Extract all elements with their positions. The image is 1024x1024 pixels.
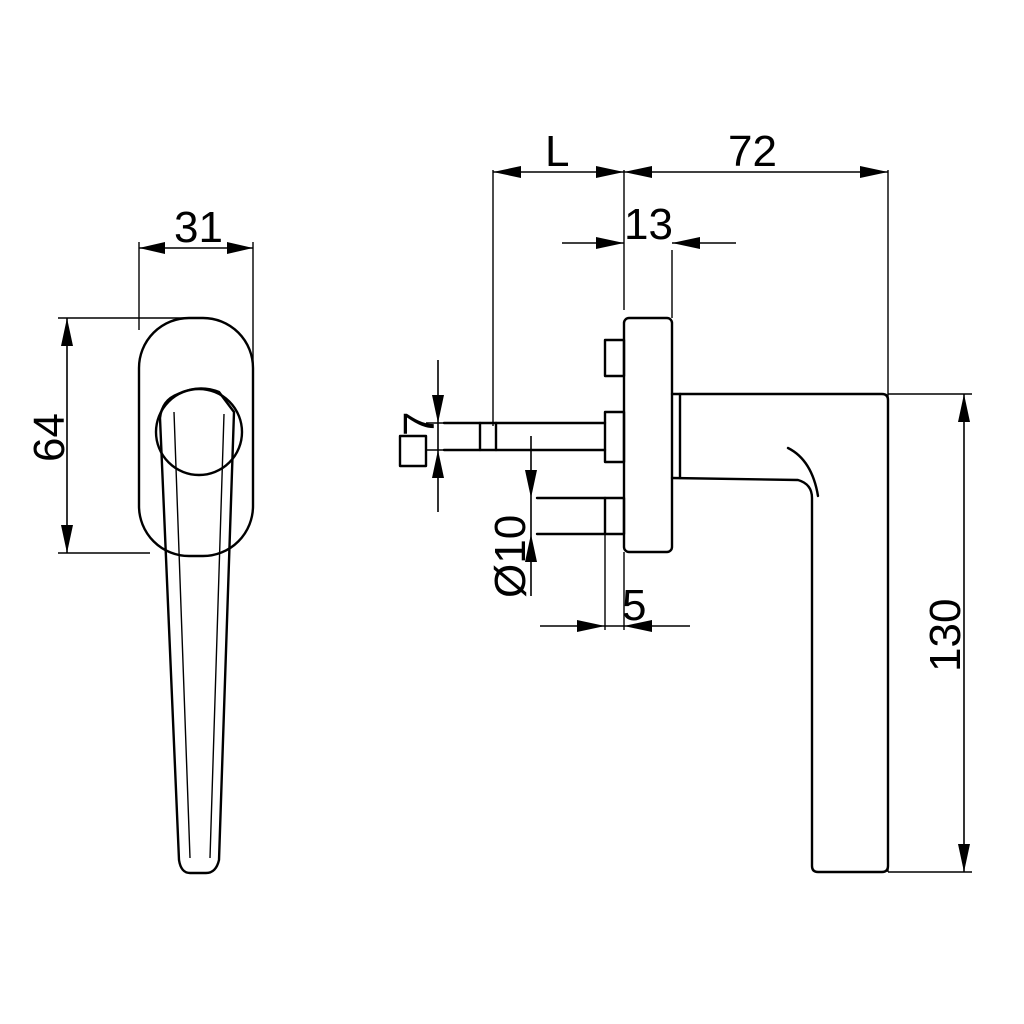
dim-72-label: 72 [728,127,777,176]
handle-lever-inner [173,411,225,859]
front-view: 31 64 [25,203,255,875]
dim-7-arrow-top [432,395,444,423]
dim-72-arrow-left [624,166,652,178]
handle-arm [670,392,890,874]
dim-10-label: Ø10 [486,515,535,598]
dim-72-arrow-right [860,166,888,178]
dim-L-label: L [545,127,569,176]
dim-10-arrow-bottom [525,534,537,562]
dim-130-label: 130 [921,599,970,672]
dim-31-arrow-left [139,242,165,254]
grip-curl [786,446,820,498]
dim-L-arrow-right [596,166,624,178]
dim-L-arrow-left [493,166,521,178]
stud-middle [603,410,626,464]
dim-31-arrow-right [227,242,253,254]
dim-10-arrow-top [525,470,537,498]
dim-7-arrow-bottom [432,450,444,478]
side-rose-plate [622,316,674,554]
dim-7-label: 7 [395,412,444,436]
dim-130-arrow-bottom [958,844,970,872]
dim-13-arrow-right [672,237,700,249]
stud-bottom [603,496,626,536]
dim-13-arrow-left [596,237,624,249]
dim-31-label: 31 [174,203,223,252]
dim-64-label: 64 [25,413,74,462]
dim-64-arrow-top [61,318,73,346]
rose-boss [154,387,244,477]
dim-130-arrow-top [958,394,970,422]
spindle-square-section [398,434,428,468]
dim-13-label: 13 [624,200,673,249]
side-view: L 72 13 7 Ø10 5 [395,127,972,874]
dim-64-arrow-bottom [61,525,73,553]
rose-plate [137,316,255,558]
handle-lever [158,387,236,875]
dim-5-arrow-right [624,620,652,632]
dim-5-label: 5 [622,581,646,630]
dim-5-arrow-left [577,620,605,632]
stud-top [603,338,626,378]
